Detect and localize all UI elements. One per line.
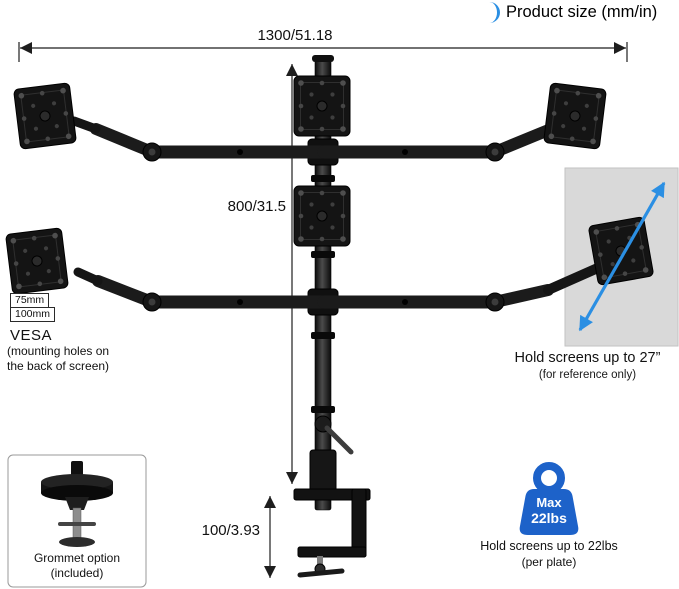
vesa-note-line2: the back of screen) xyxy=(7,359,110,373)
clamp-dimension-label: 100/3.93 xyxy=(201,522,260,539)
mount-assembly xyxy=(5,55,607,578)
weight-icon xyxy=(519,462,579,535)
vesa-plate-middle-left xyxy=(5,227,69,295)
grommet-caption-note: (included) xyxy=(50,566,104,580)
vesa-100mm-label: 100mm xyxy=(10,307,56,322)
screen-size-caption: Hold screens up to 27” xyxy=(514,350,661,366)
weight-caption: Hold screens up to 22lbs xyxy=(480,539,618,553)
title-bracket-icon xyxy=(488,2,500,23)
vesa-title: VESA xyxy=(10,327,53,344)
desk-clamp xyxy=(293,449,371,578)
screen-diagonal-arrow xyxy=(578,181,666,332)
page-title-text: Product size (mm/in) xyxy=(506,3,658,21)
vesa-plate-top-left xyxy=(13,82,77,150)
weight-badge-line1: Max xyxy=(536,495,562,510)
weight-badge-label: Max 22lbs xyxy=(519,495,579,526)
grommet-illustration xyxy=(7,454,147,588)
vesa-75mm-label: 75mm xyxy=(10,293,50,308)
height-dimension-label: 800/31.5 xyxy=(227,198,286,215)
vesa-note-line1: (mounting holes on xyxy=(7,344,110,358)
width-dimension-label: 1300/51.18 xyxy=(257,27,333,44)
vesa-note: (mounting holes on the back of screen) xyxy=(7,344,109,374)
weight-caption-note: (per plate) xyxy=(521,555,577,569)
screen-size-subcaption: (for reference only) xyxy=(538,369,637,381)
page-title: Product size (mm/in) xyxy=(488,2,657,23)
width-dimension-line xyxy=(18,42,628,62)
weight-badge-line2: 22lbs xyxy=(531,510,567,526)
vesa-plate-top-right xyxy=(543,82,607,150)
upper-arms xyxy=(69,116,578,162)
height-adjust-lever xyxy=(314,415,354,455)
vesa-plate-top-center xyxy=(293,75,351,137)
lower-arms xyxy=(73,267,554,312)
vesa-hole-sizes: 75mm 100mm xyxy=(10,293,56,322)
grommet-caption: Grommet option xyxy=(33,551,121,565)
vesa-plate-middle-center xyxy=(293,185,351,247)
